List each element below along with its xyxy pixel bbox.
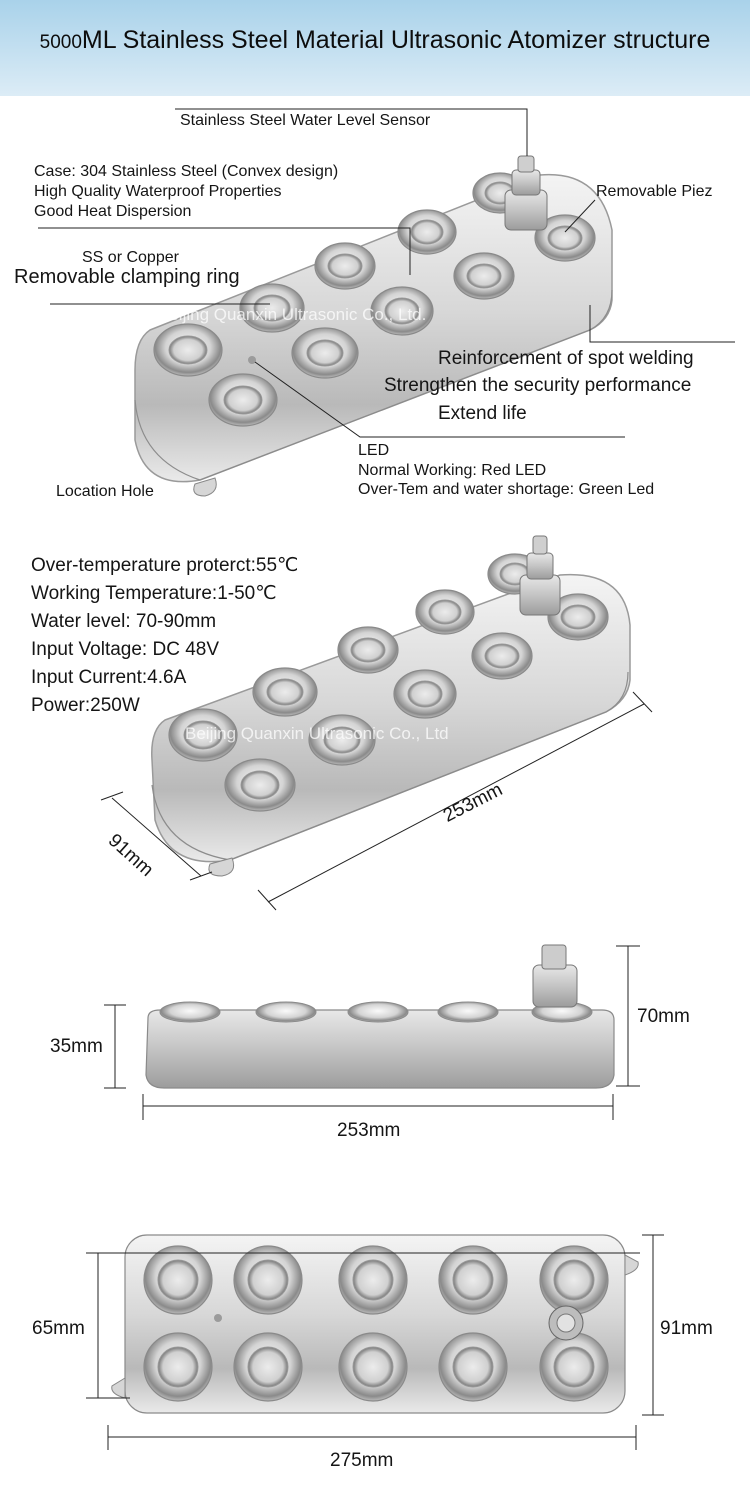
callout-welding-line3: Extend life [438, 403, 527, 424]
watermark-top: Beijing Quanxin Ultrasonic Co., Ltd. [158, 305, 427, 324]
spec-input-current: Input Current:4.6A [31, 667, 187, 688]
watermark-middle: Beijing Quanxin Ultrasonic Co., Ltd [185, 724, 449, 743]
dim-side-height-body: 35mm [50, 1036, 103, 1057]
dim-side-length: 253mm [337, 1120, 401, 1141]
callout-location-hole: Location Hole [56, 483, 154, 500]
callout-case-line1: Case: 304 Stainless Steel (Convex design… [34, 163, 339, 180]
dim-top-length: 275mm [330, 1450, 394, 1471]
callout-removable-piez: Removable Piez [596, 183, 713, 200]
callout-led: LED [358, 442, 390, 459]
spec-power: Power:250W [31, 695, 140, 716]
atomizer-top-view [86, 1234, 664, 1450]
atomizer-iso-dimensions [100, 535, 653, 911]
callout-water-level-sensor: Stainless Steel Water Level Sensor [180, 112, 431, 129]
page-title: 5000ML Stainless Steel Material Ultrason… [0, 26, 750, 55]
atomizer-side-view [104, 944, 640, 1120]
callout-led-shortage: Over-Tem and water shortage: Green Led [358, 481, 655, 498]
spec-list: Over-temperature proterct:55℃ Working Te… [31, 552, 298, 720]
callout-led-normal: Normal Working: Red LED [358, 462, 547, 479]
callout-welding-line2: Strengthen the security performance [384, 375, 692, 396]
dim-top-width: 91mm [660, 1318, 713, 1339]
spec-water-level: Water level: 70-90mm [31, 611, 217, 632]
title-main: ML Stainless Steel Material Ultrasonic A… [81, 26, 711, 54]
callout-case-line2: High Quality Waterproof Properties [34, 183, 282, 200]
spec-over-temperature: Over-temperature proterct:55℃ [31, 555, 299, 576]
callout-ss-copper: SS or Copper [82, 249, 179, 266]
dim-side-height-total: 70mm [637, 1006, 690, 1027]
callout-case-line3: Good Heat Dispersion [34, 203, 192, 220]
callout-welding-line1: Reinforcement of spot welding [438, 348, 694, 369]
atomizer-iso-callout [38, 108, 735, 497]
header-banner: 5000ML Stainless Steel Material Ultrason… [0, 0, 750, 96]
spec-working-temperature: Working Temperature:1-50℃ [31, 583, 277, 604]
callout-clamping-ring: Removable clamping ring [14, 266, 240, 288]
dim-top-inner-width: 65mm [32, 1318, 85, 1339]
spec-input-voltage: Input Voltage: DC 48V [31, 639, 220, 660]
title-prefix: 5000 [39, 32, 82, 53]
